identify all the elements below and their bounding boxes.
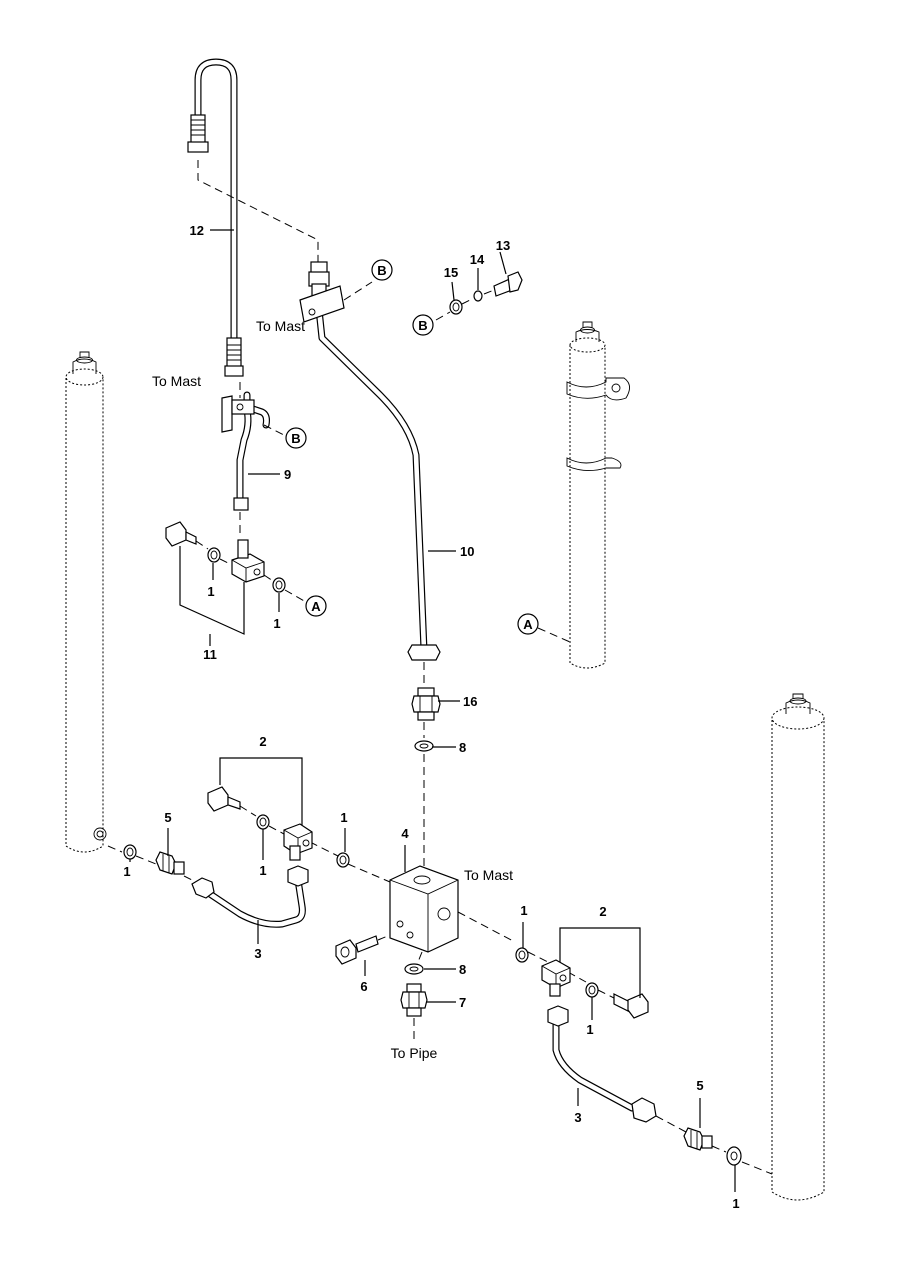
marker-a-left: A	[305, 595, 327, 617]
pipe-10	[299, 261, 441, 661]
block-4	[389, 865, 459, 953]
callout-11: 11	[203, 647, 217, 662]
washer-1-mid	[336, 852, 350, 868]
callout-10: 10	[460, 544, 474, 559]
callout-1-h: 1	[732, 1196, 739, 1211]
callout-1-c: 1	[340, 810, 347, 825]
callout-1-f: 1	[520, 903, 527, 918]
callout-9: 9	[284, 467, 291, 482]
right-upper-cylinder	[566, 321, 630, 669]
bolt-13	[493, 271, 523, 297]
part-11-assembly	[165, 521, 286, 635]
fitting-16	[411, 687, 441, 721]
callout-2-right: 2	[599, 904, 606, 919]
callout-12: 12	[190, 223, 204, 238]
marker-b-right: B	[412, 314, 434, 336]
washer-1-right	[726, 1146, 742, 1166]
pipe-12	[187, 58, 244, 377]
callout-1-g: 1	[586, 1022, 593, 1037]
svg-text:A: A	[311, 599, 321, 614]
callout-2-left: 2	[259, 734, 266, 749]
label-to-mast-upper: To Mast	[256, 318, 305, 334]
svg-text:B: B	[418, 318, 427, 333]
part-2-right	[515, 927, 649, 1019]
washer-15	[449, 299, 463, 315]
marker-b-left: B	[285, 427, 307, 449]
callout-5-left: 5	[164, 810, 171, 825]
callout-3-left: 3	[254, 946, 261, 961]
right-lower-cylinder	[771, 693, 825, 1201]
marker-b-top: B	[371, 259, 393, 281]
washer-8-bottom	[404, 963, 424, 975]
callout-7: 7	[459, 995, 466, 1010]
callout-1-b: 1	[273, 616, 280, 631]
callout-5-right: 5	[696, 1078, 703, 1093]
callout-16: 16	[463, 694, 477, 709]
callout-13: 13	[496, 238, 510, 253]
label-to-mast-left: To Mast	[152, 373, 201, 389]
callout-8-top: 8	[459, 740, 466, 755]
washer-1-left	[123, 844, 137, 860]
callout-4: 4	[401, 826, 409, 841]
pipe-3-right	[547, 1005, 657, 1123]
washer-8-top	[414, 740, 434, 752]
part-2-left	[207, 757, 313, 861]
callout-15: 15	[444, 265, 458, 280]
svg-text:B: B	[377, 263, 386, 278]
fitting-5-left	[155, 851, 185, 875]
svg-text:B: B	[291, 431, 300, 446]
marker-a-right: A	[517, 613, 539, 635]
bolt-6	[335, 935, 379, 965]
callout-1-e: 1	[123, 864, 130, 879]
callout-8-bottom: 8	[459, 962, 466, 977]
fitting-5-right	[683, 1127, 713, 1151]
callout-3-right: 3	[574, 1110, 581, 1125]
pipe-3-left	[191, 865, 309, 928]
callout-1-a: 1	[207, 584, 214, 599]
left-cylinder	[65, 351, 107, 853]
washer-14	[473, 290, 483, 302]
fitting-7	[400, 983, 428, 1017]
pipe-9	[221, 391, 270, 511]
callout-14: 14	[470, 252, 485, 267]
label-to-mast-block: To Mast	[464, 867, 513, 883]
callout-6: 6	[360, 979, 367, 994]
svg-text:A: A	[523, 617, 533, 632]
callout-1-d: 1	[259, 863, 266, 878]
label-to-pipe: To Pipe	[391, 1045, 438, 1061]
